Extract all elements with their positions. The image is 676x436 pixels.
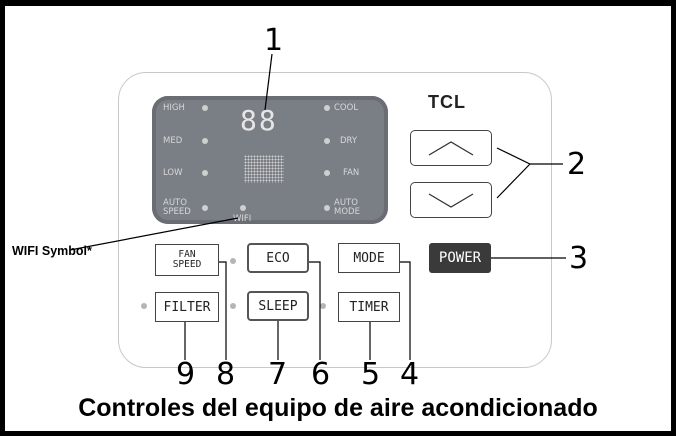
callout-7: 7: [268, 357, 288, 392]
fan-speed-button[interactable]: FAN SPEED: [155, 244, 219, 276]
label-fan: FAN: [343, 168, 360, 178]
timer-label: TIMER: [349, 299, 389, 315]
wifi-icon: [240, 205, 246, 211]
sleep-indicator: [230, 303, 236, 309]
label-low: LOW: [163, 168, 183, 178]
indicator-auto-mode: [324, 205, 330, 211]
label-wifi: WIFI: [233, 214, 252, 224]
indicator-med: [202, 138, 208, 144]
callout-8: 8: [216, 357, 236, 392]
callout-9: 9: [176, 357, 196, 392]
chevron-down-icon: [428, 193, 474, 208]
tcl-logo: TCL: [428, 92, 466, 112]
filter-indicator: [141, 303, 147, 309]
label-med: MED: [163, 136, 183, 146]
fan-speed-label: FAN SPEED: [172, 249, 202, 270]
label-auto-mode: AUTO MODE: [334, 198, 360, 217]
eco-label: ECO: [266, 250, 290, 266]
figure-caption: Controles del equipo de aire acondiciona…: [78, 394, 598, 422]
indicator-dry: [324, 138, 330, 144]
leader-4: [400, 261, 411, 360]
label-cool: COOL: [334, 103, 359, 113]
label-high: HIGH: [163, 103, 185, 113]
filter-label: FILTER: [163, 299, 211, 315]
sleep-label: SLEEP: [258, 298, 298, 314]
chevron-up-icon: [428, 141, 474, 156]
label-auto-speed: AUTO SPEED: [163, 198, 191, 217]
indicator-auto-speed: [202, 205, 208, 211]
power-label: POWER: [438, 250, 482, 266]
timer-button[interactable]: TIMER: [338, 292, 400, 322]
eco-button[interactable]: ECO: [247, 243, 309, 273]
leader-8: [219, 261, 227, 360]
label-dry: DRY: [340, 136, 358, 146]
leader-wifi: [69, 217, 239, 251]
leader-1: [264, 53, 273, 111]
mode-button[interactable]: MODE: [338, 243, 400, 273]
leader-2b: [496, 163, 531, 199]
indicator-cool: [324, 105, 330, 111]
display-grill: [244, 155, 284, 183]
mode-label: MODE: [353, 250, 385, 266]
fan-speed-indicator: [230, 258, 236, 264]
top-border: [0, 0, 676, 6]
filter-button[interactable]: FILTER: [155, 292, 219, 322]
callout-4: 4: [400, 357, 420, 392]
sleep-button[interactable]: SLEEP: [247, 291, 309, 321]
timer-indicator: [320, 303, 326, 309]
indicator-fan: [324, 170, 330, 176]
up-button[interactable]: [410, 130, 492, 166]
down-button[interactable]: [410, 182, 492, 218]
indicator-low: [202, 170, 208, 176]
callout-1: 1: [264, 23, 284, 58]
leader-6: [309, 261, 321, 360]
callout-3: 3: [569, 241, 589, 276]
indicator-high: [202, 105, 208, 111]
wifi-symbol-label: WIFI Symbol*: [12, 244, 92, 258]
power-button[interactable]: POWER: [429, 243, 491, 273]
callout-6: 6: [311, 357, 331, 392]
callout-2: 2: [567, 147, 587, 182]
leader-2a: [496, 147, 563, 165]
digit-display: 88: [240, 104, 278, 137]
callout-5: 5: [361, 357, 381, 392]
